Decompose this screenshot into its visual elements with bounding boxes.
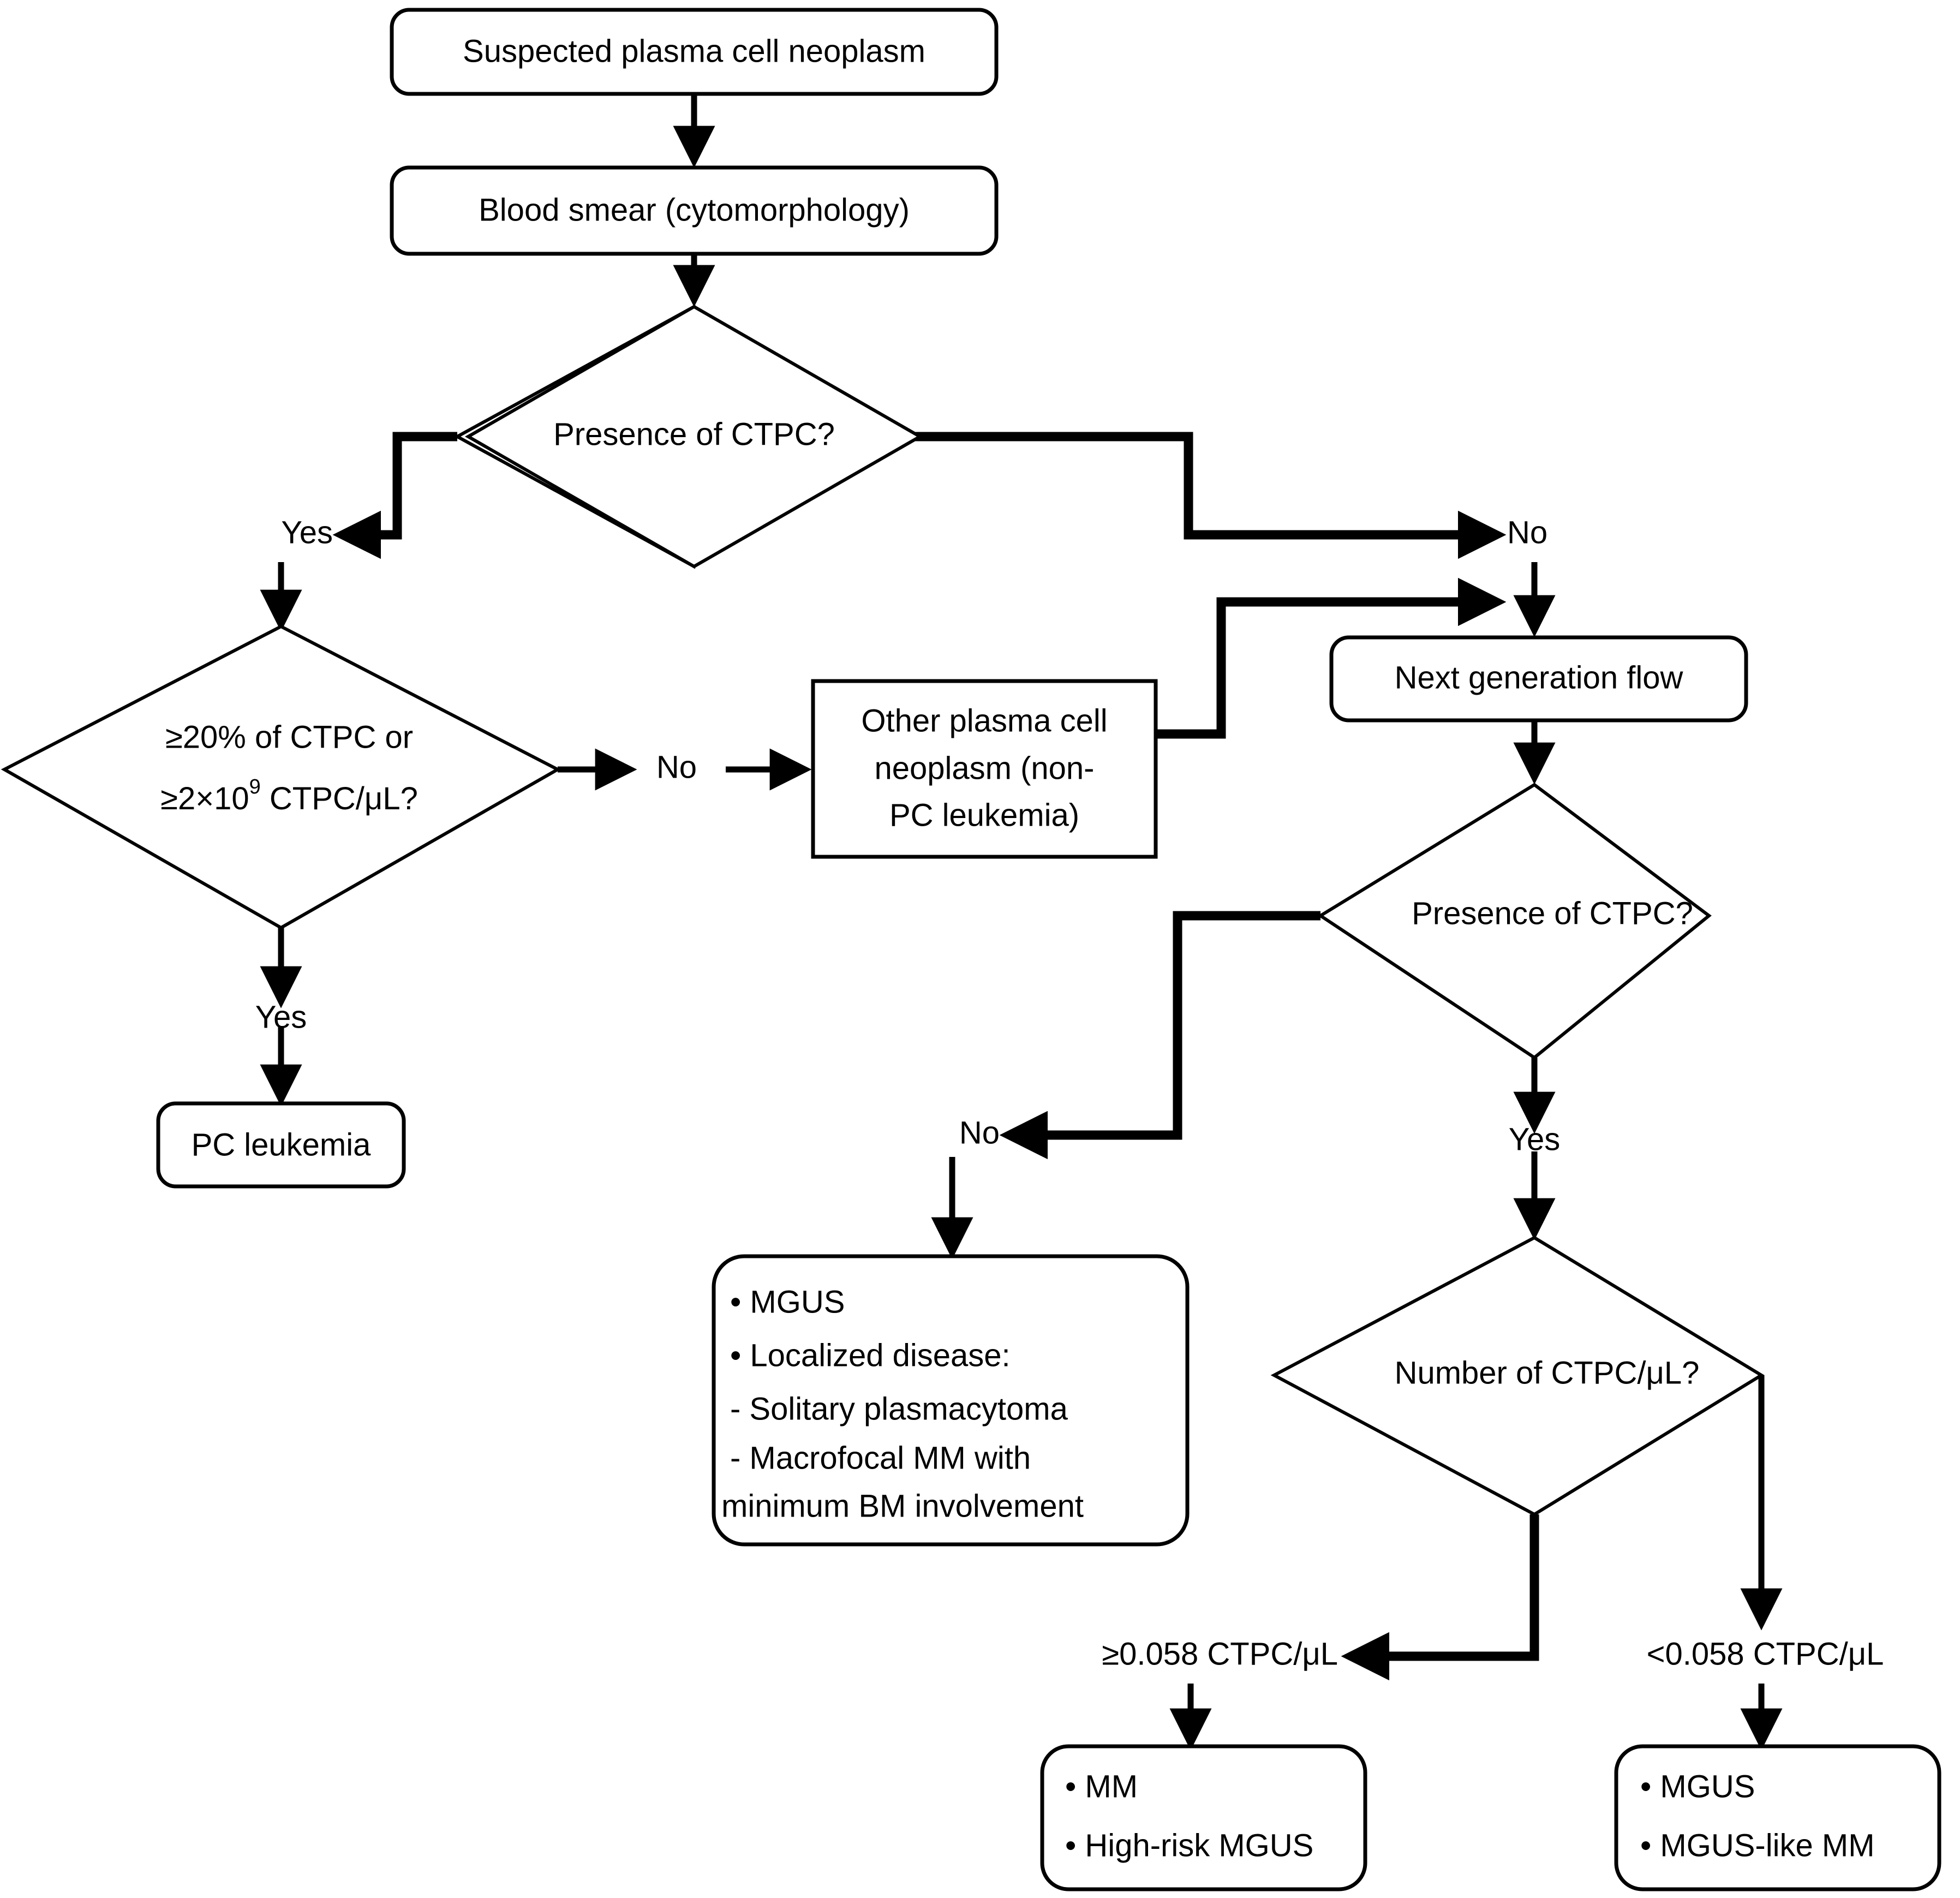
node-presence-ctpc-2-label: Presence of CTPC? [1412, 896, 1693, 931]
node-mgus-localized-line-4: minimum BM involvement [721, 1488, 1084, 1524]
connector-presence2-no [999, 911, 1320, 1160]
edge-label-no-3: No [959, 1115, 1000, 1150]
node-mgus-like-line-0: • MGUS [1640, 1769, 1755, 1804]
edge-label-ge-threshold: ≥0.058 CTPC/μL [1102, 1636, 1338, 1672]
node-pc-leukemia[interactable]: PC leukemia [156, 1101, 406, 1189]
edge-label-yes-1: Yes [281, 515, 333, 550]
node-other-plasma-cell-neoplasm[interactable]: Other plasma cell neoplasm (non- PC leuk… [811, 679, 1158, 859]
node-next-gen-flow-label: Next generation flow [1395, 660, 1684, 695]
node-presence-of-ctpc-2[interactable]: Presence of CTPC? [1317, 783, 1712, 1060]
node-threshold-line1: ≥20% of CTPC or [165, 719, 413, 755]
node-blood-smear[interactable]: Blood smear (cytomorphology) [390, 165, 999, 256]
node-threshold-line2-post: CTPC/μL? [261, 781, 418, 816]
node-pc-leukemia-label: PC leukemia [192, 1127, 372, 1162]
node-suspected-label: Suspected plasma cell neoplasm [463, 33, 925, 69]
node-number-of-ctpc[interactable]: Number of CTPC/μL? [1270, 1236, 1765, 1517]
node-blood-smear-label: Blood smear (cytomorphology) [479, 192, 910, 228]
node-other-neoplasm-line2: neoplasm (non- [875, 750, 1095, 786]
edge-label-no-2: No [656, 749, 697, 785]
node-presence-of-ctpc-1[interactable]: Presence of CTPC? [453, 304, 924, 569]
node-mm-line-0: • MM [1065, 1769, 1138, 1804]
node-threshold-line2-pre: ≥2×10 [160, 781, 249, 816]
node-other-neoplasm-line3: PC leukemia) [889, 797, 1079, 833]
node-mgus-localized-line-1: • Localized disease: [730, 1338, 1011, 1373]
edge-label-yes-3: Yes [1509, 1121, 1561, 1157]
node-number-ctpc-label: Number of CTPC/μL? [1395, 1355, 1700, 1390]
edge-label-no-1: No [1507, 515, 1547, 550]
node-mm-high-risk-mgus[interactable]: • MM • High-risk MGUS [1040, 1744, 1367, 1891]
node-threshold-line2-sup: 9 [249, 775, 261, 798]
edge-label-yes-2: Yes [255, 999, 307, 1035]
node-mgus-localized-disease[interactable]: • MGUS • Localized disease: - Solitary p… [712, 1254, 1190, 1547]
node-ctpc-threshold-decision[interactable]: ≥20% of CTPC or ≥2×109 CTPC/μL? [1, 624, 561, 930]
node-presence-ctpc-1-label: Presence of CTPC? [553, 416, 835, 452]
connector-numberctpc-to-ge [1341, 1514, 1539, 1681]
node-threshold-line2: ≥2×109 CTPC/μL? [160, 775, 418, 816]
node-mgus-localized-line-3: - Macrofocal MM with [730, 1440, 1031, 1476]
node-mgus-localized-line-2: - Solitary plasmacytoma [730, 1391, 1068, 1427]
node-other-neoplasm-line1: Other plasma cell [861, 703, 1107, 738]
connector-presence1-no [738, 432, 1507, 559]
edge-label-lt-threshold: <0.058 CTPC/μL [1647, 1636, 1884, 1672]
connector-otherneoplasm-to-nextgen [1156, 577, 1507, 739]
node-mgus-localized-line-0: • MGUS [730, 1284, 845, 1320]
connector-presence1-yes [332, 432, 457, 559]
node-mgus-like-line-1: • MGUS-like MM [1640, 1828, 1875, 1863]
node-mm-line-1: • High-risk MGUS [1065, 1828, 1313, 1863]
node-suspected-plasma-cell-neoplasm[interactable]: Suspected plasma cell neoplasm [390, 8, 999, 96]
node-mgus-mgus-like-mm[interactable]: • MGUS • MGUS-like MM [1614, 1744, 1941, 1891]
node-next-generation-flow[interactable]: Next generation flow [1329, 635, 1748, 723]
